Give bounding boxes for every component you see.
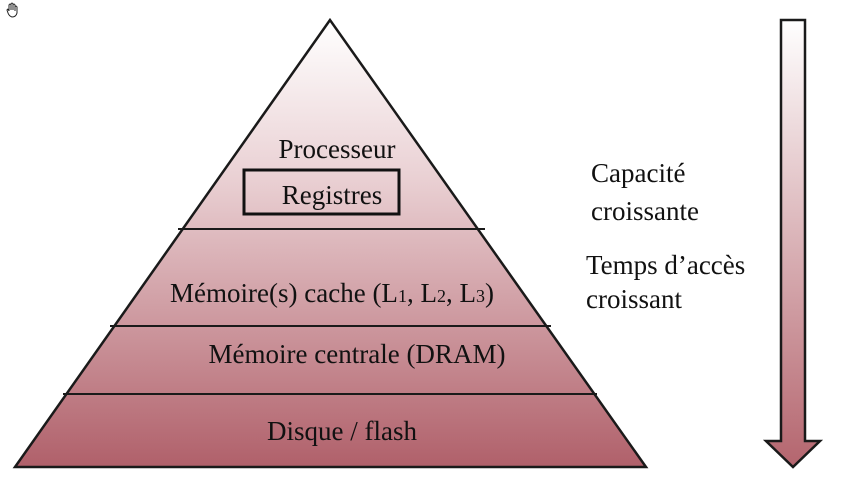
- capacity-line-2: croissante: [591, 196, 699, 226]
- access-time-line-1: Temps d’accès: [586, 250, 745, 280]
- registers-box: [242, 168, 401, 216]
- pyramid-shape: [12, 17, 649, 469]
- access-time-line-2: croissant: [586, 284, 682, 314]
- down-arrow-icon: [762, 18, 824, 469]
- hand-cursor-icon: [6, 2, 18, 18]
- registers-label: Registres: [282, 180, 383, 210]
- central-memory-label: Mémoire centrale (DRAM): [209, 339, 506, 369]
- cache-memory-label: Mémoire(s) cache (L1, L2, L3): [170, 278, 494, 308]
- capacity-line-1: Capacité: [591, 158, 685, 188]
- disk-flash-label: Disque / flash: [267, 416, 417, 446]
- processor-label: Processeur: [279, 134, 396, 164]
